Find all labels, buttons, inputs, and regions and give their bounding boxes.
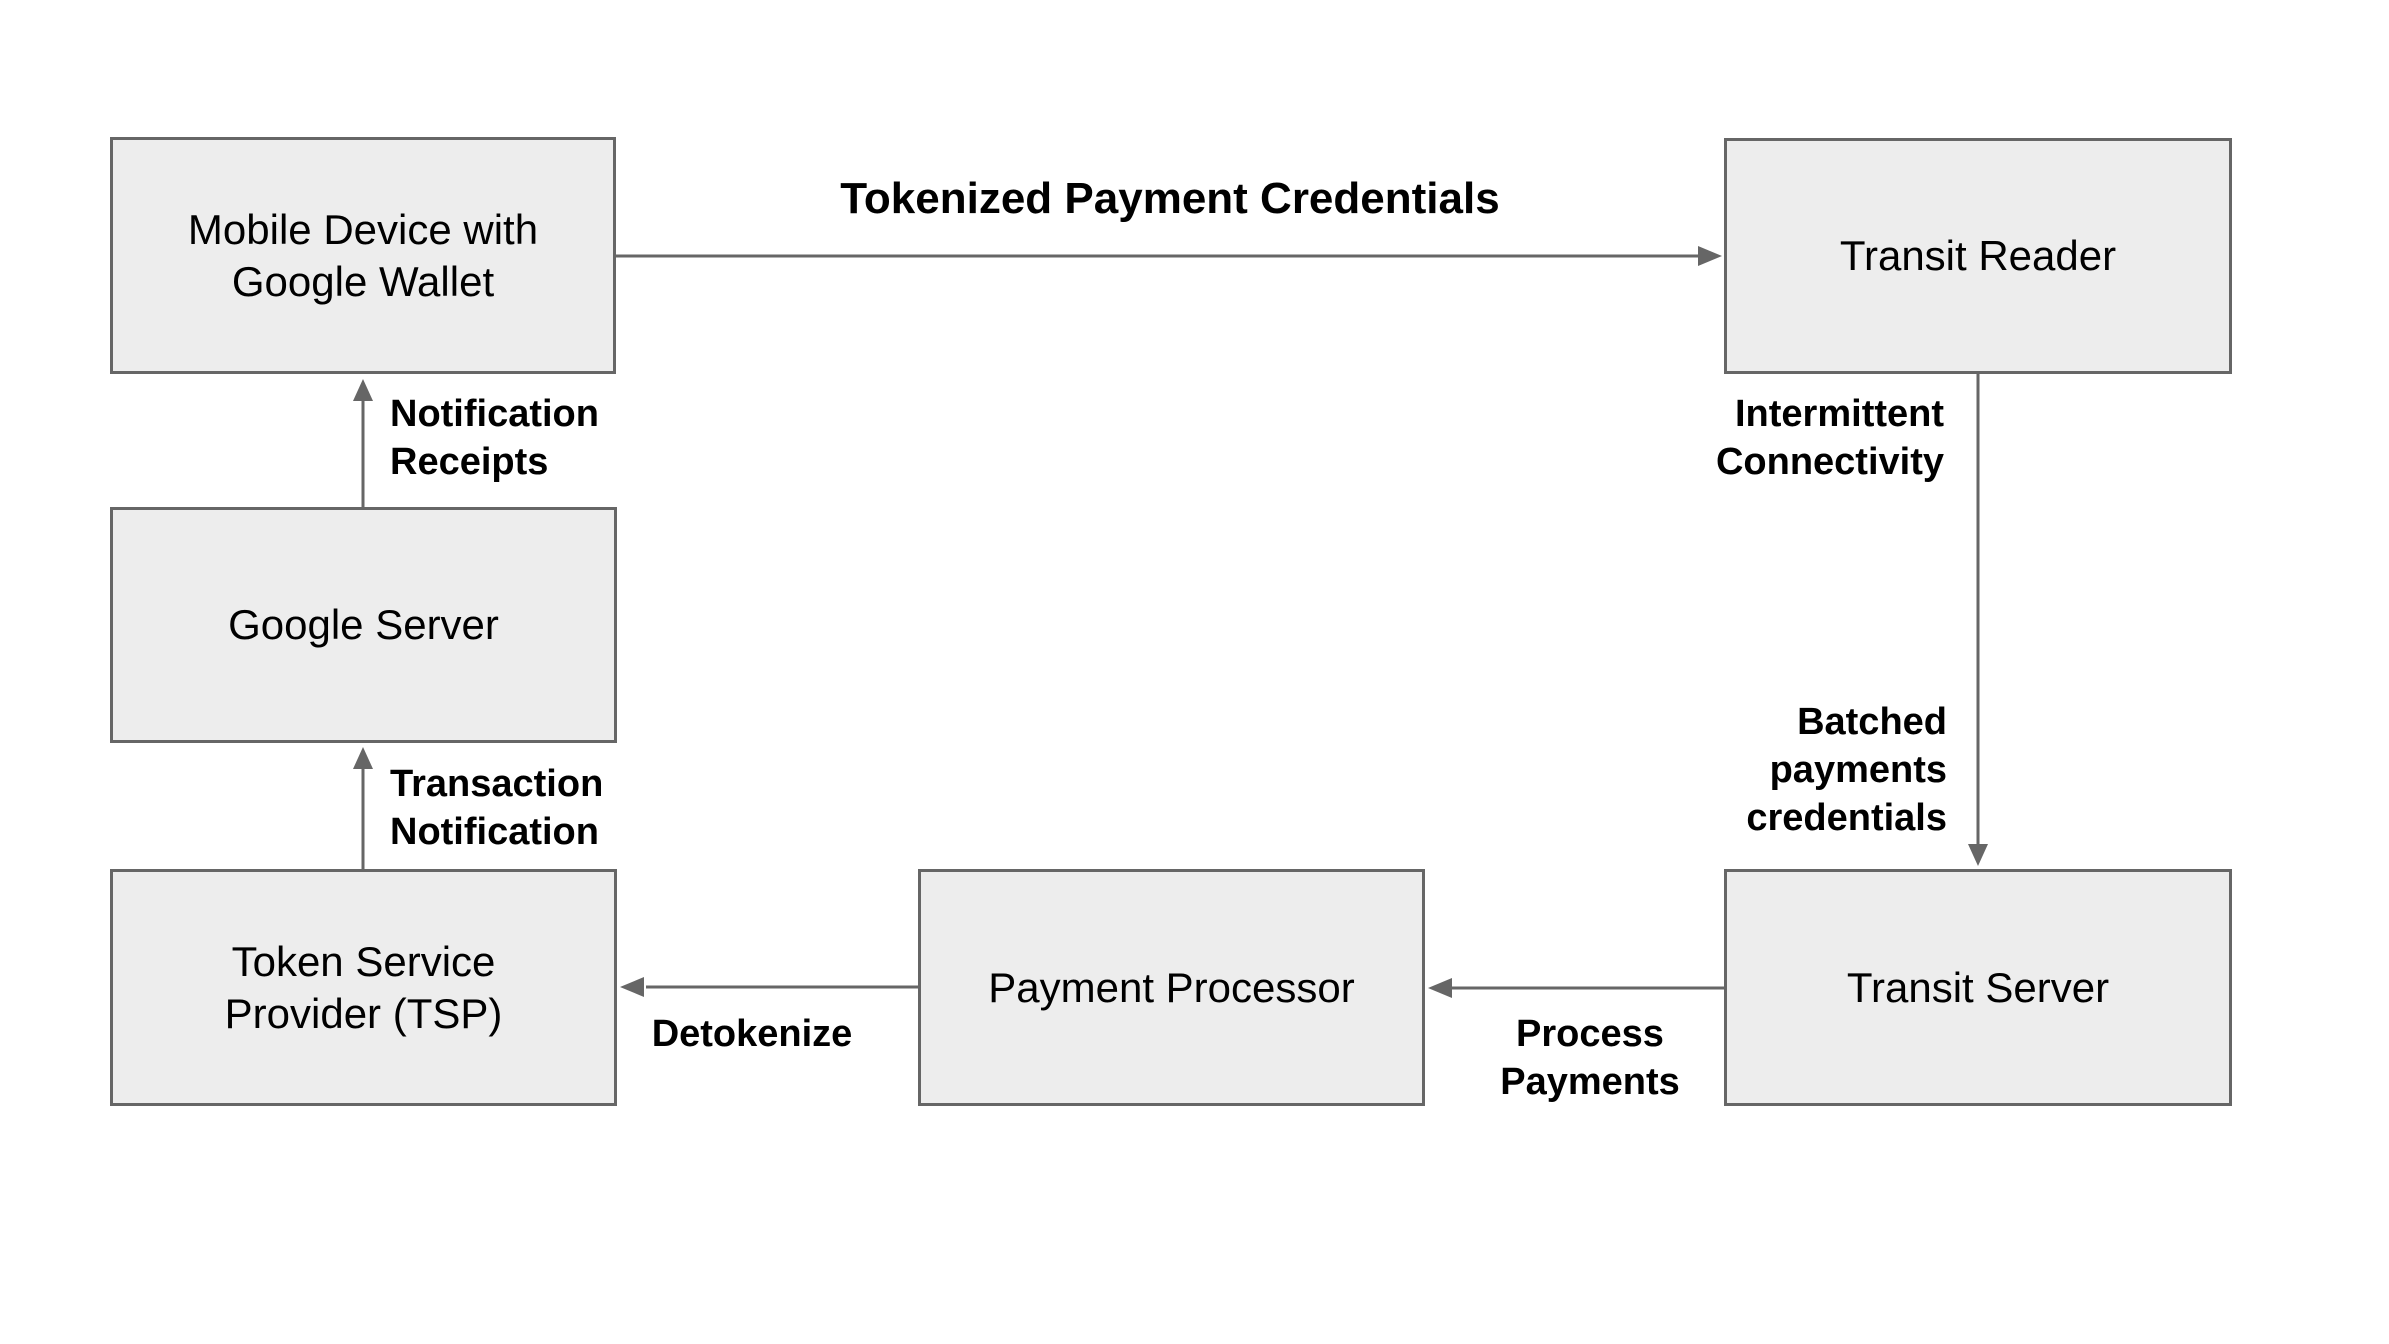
- process-payments-arrowhead: [1428, 978, 1452, 998]
- edge-label-line: Intermittent: [1735, 393, 1944, 435]
- edge-label-line: Detokenize: [651, 1013, 853, 1055]
- edge-label-line: Transaction: [390, 763, 604, 805]
- edge-label-line: Process: [1516, 1013, 1664, 1055]
- node-transit-server-label: Transit Server: [1847, 962, 2109, 1014]
- edge-label-line: Receipts: [390, 441, 549, 483]
- node-transit-server: Transit Server: [1724, 869, 2232, 1106]
- edge-label-line: Connectivity: [1715, 441, 1944, 483]
- edge-label-tokenized-payment-credentials: Tokenized Payment Credentials: [770, 174, 1570, 224]
- edge-label-line: Tokenized Payment Credentials: [840, 174, 1500, 223]
- tokenized-credentials-arrowhead: [1698, 246, 1722, 266]
- node-transit-reader: Transit Reader: [1724, 138, 2232, 374]
- transaction-notification-arrowhead: [353, 747, 373, 769]
- edge-label-transaction-notification: Transaction Notification: [390, 760, 603, 856]
- process-payments-arrow: [1428, 978, 1724, 998]
- node-label-line: Google Server: [228, 601, 499, 648]
- node-mobile-device: Mobile Device with Google Wallet: [110, 137, 616, 374]
- notification-receipts-arrowhead: [353, 379, 373, 401]
- detokenize-arrowhead: [620, 977, 644, 997]
- edge-label-batched-payments-credentials: Batched payments credentials: [1560, 698, 1947, 842]
- edge-label-line: payments: [1769, 749, 1947, 791]
- reader-to-server-arrow: [1968, 374, 1988, 866]
- node-payment-processor-label: Payment Processor: [988, 962, 1354, 1014]
- detokenize-arrow: [620, 977, 918, 997]
- notification-receipts-arrow: [353, 379, 373, 507]
- node-google-server: Google Server: [110, 507, 617, 743]
- node-label-line: Transit Server: [1846, 963, 2110, 1011]
- node-label-line: Transit Reader: [1839, 232, 2117, 279]
- edge-label-detokenize: Detokenize: [602, 1010, 902, 1058]
- node-label-line: Mobile Device with: [187, 205, 539, 253]
- edge-label-notification-receipts: Notification Receipts: [390, 390, 599, 486]
- tokenized-credentials-arrow: [616, 246, 1722, 266]
- node-payment-processor: Payment Processor: [918, 869, 1425, 1106]
- node-label-line: Token Service: [231, 937, 496, 985]
- node-label-line: Provider (TSP): [224, 989, 503, 1037]
- edge-label-line: Payments: [1500, 1061, 1680, 1103]
- transaction-notification-arrow: [353, 747, 373, 869]
- edge-label-line: Notification: [390, 811, 599, 853]
- node-token-service-provider: Token Service Provider (TSP): [110, 869, 617, 1106]
- node-transit-reader-label: Transit Reader: [1840, 230, 2116, 282]
- node-token-service-provider-label: Token Service Provider (TSP): [225, 936, 503, 1040]
- node-label-line: Payment Processor: [988, 963, 1355, 1011]
- node-google-server-label: Google Server: [228, 599, 499, 651]
- reader-to-server-arrowhead: [1968, 844, 1988, 866]
- node-label-line: Google Wallet: [231, 257, 495, 305]
- edge-label-line: Notification: [390, 393, 599, 435]
- edge-label-intermittent-connectivity: Intermittent Connectivity: [1560, 390, 1944, 486]
- edge-label-line: Batched: [1797, 701, 1947, 743]
- node-mobile-device-label: Mobile Device with Google Wallet: [188, 204, 538, 308]
- edge-label-process-payments: Process Payments: [1440, 1010, 1740, 1106]
- edge-label-line: credentials: [1746, 797, 1947, 839]
